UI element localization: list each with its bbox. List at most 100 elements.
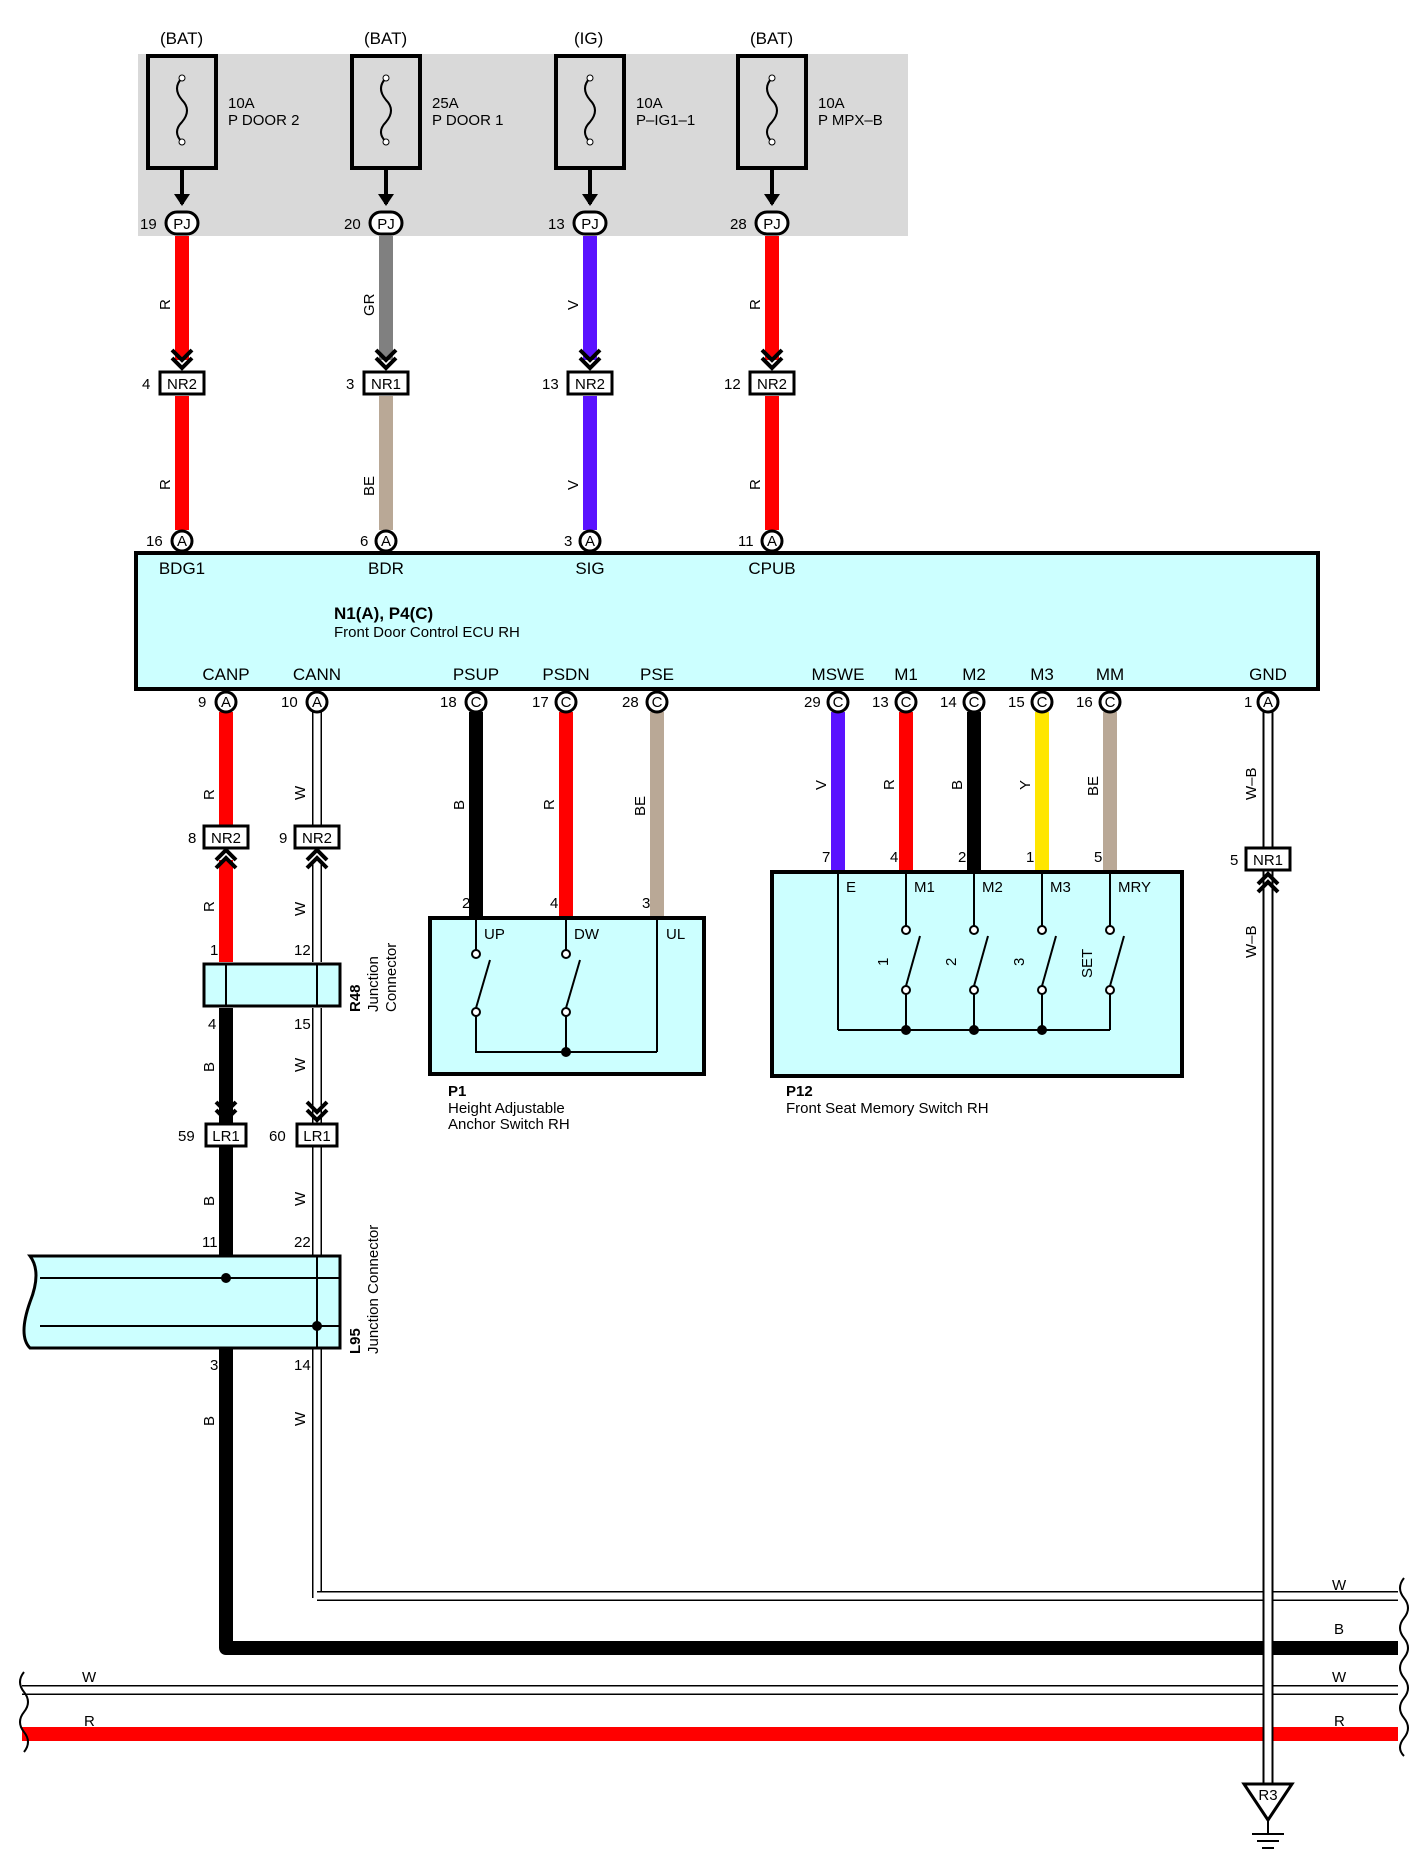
lr1-right: LR1 60 xyxy=(269,1122,339,1148)
wire-color: R xyxy=(747,299,764,310)
terminal-label: GND xyxy=(1249,665,1287,684)
wire-color: R xyxy=(157,479,174,490)
terminal-label: MM xyxy=(1096,665,1124,684)
svg-text:A: A xyxy=(312,694,322,711)
svg-text:15: 15 xyxy=(1008,694,1025,711)
svg-text:PJ: PJ xyxy=(173,216,191,233)
svg-text:7: 7 xyxy=(822,849,830,866)
terminal-label: PSE xyxy=(640,665,674,684)
ecu-bottom-pin-circles: A 9 A 10 C 18 C 17 C 28 C 29 C 13 C 14 C… xyxy=(198,690,1280,714)
pj-connector-3: PJ 13 xyxy=(548,210,608,236)
svg-text:MRY: MRY xyxy=(1118,879,1151,896)
svg-text:9: 9 xyxy=(198,694,206,711)
terminal-label: M2 xyxy=(962,665,986,684)
svg-text:NR2: NR2 xyxy=(302,830,332,847)
svg-text:A: A xyxy=(221,694,231,711)
nr-pin: 4 xyxy=(142,376,150,393)
pin-mm: C 16 xyxy=(1076,690,1122,714)
svg-text:28: 28 xyxy=(622,694,639,711)
terminal-label: M1 xyxy=(894,665,918,684)
svg-text:29: 29 xyxy=(804,694,821,711)
wire-color: W xyxy=(292,785,309,800)
svg-text:C: C xyxy=(1105,694,1116,711)
wire-color: V xyxy=(565,300,582,310)
svg-text:M3: M3 xyxy=(1050,879,1071,896)
pj-pin: 28 xyxy=(730,216,747,233)
nr1-ground: NR1 5 xyxy=(1230,846,1292,872)
pj-pin: 20 xyxy=(344,216,361,233)
ecu-pin-bdr: A 6 BDR xyxy=(360,529,404,578)
wire-color: V xyxy=(813,780,830,790)
pin-psdn: C 17 xyxy=(532,690,578,714)
svg-text:14: 14 xyxy=(294,1357,311,1374)
pin-cann: A 10 xyxy=(281,690,329,714)
svg-text:C: C xyxy=(1037,694,1048,711)
wire-color: GR xyxy=(361,293,378,316)
bus-label: R xyxy=(1334,1713,1345,1730)
svg-text:UL: UL xyxy=(666,926,685,943)
svg-text:NR2: NR2 xyxy=(575,376,605,393)
wire-color: Y xyxy=(1017,780,1034,790)
svg-text:A: A xyxy=(585,533,595,550)
fuse-rating: 10A xyxy=(818,95,845,112)
svg-text:11: 11 xyxy=(738,533,754,550)
terminal-label: MSWE xyxy=(812,665,865,684)
svg-text:60: 60 xyxy=(269,1128,286,1145)
p1-id: P1 xyxy=(448,1083,466,1100)
svg-text:2: 2 xyxy=(462,895,470,912)
terminal-label: CANN xyxy=(293,665,341,684)
nr-pin: 3 xyxy=(346,376,354,393)
fuse-name: P MPX–B xyxy=(818,112,883,129)
pin-canp: A 9 xyxy=(198,690,238,714)
l95-junction-connector: 11 22 3 14 L95 Junction Connector xyxy=(22,1225,382,1374)
svg-text:NR2: NR2 xyxy=(167,376,197,393)
lr1-left: LR1 59 xyxy=(178,1122,248,1148)
svg-text:1: 1 xyxy=(210,942,218,959)
svg-text:14: 14 xyxy=(940,694,957,711)
wire-color: R xyxy=(541,799,558,810)
wire-color: B xyxy=(201,1416,218,1426)
svg-text:PJ: PJ xyxy=(763,216,781,233)
svg-text:6: 6 xyxy=(360,533,368,550)
bus-label: W xyxy=(1332,1577,1347,1594)
svg-text:5: 5 xyxy=(1094,849,1102,866)
svg-text:Connector: Connector xyxy=(383,943,400,1012)
terminal-label: PSUP xyxy=(453,665,499,684)
svg-text:C: C xyxy=(652,694,663,711)
wire-color: W–B xyxy=(1243,925,1260,958)
svg-text:10: 10 xyxy=(281,694,298,711)
terminal-label: M3 xyxy=(1030,665,1054,684)
ecu-top-pins: A 16 BDG1 A 6 BDR A 3 SIG A 11 CPUB xyxy=(146,529,796,578)
wire-color: BE xyxy=(632,796,649,816)
fuse-rating: 10A xyxy=(636,95,663,112)
svg-text:17: 17 xyxy=(532,694,549,711)
nr-can-left: NR2 8 xyxy=(188,824,250,850)
switch-label: 2 xyxy=(943,958,960,966)
svg-text:C: C xyxy=(969,694,980,711)
bus-b xyxy=(219,1638,1398,1655)
wire-color: R xyxy=(201,789,218,800)
nr-pin: 12 xyxy=(724,376,741,393)
svg-text:Junction: Junction xyxy=(365,956,382,1012)
terminal-label: BDR xyxy=(368,559,404,578)
pin-mswe: C 29 xyxy=(804,690,850,714)
pj-pin: 19 xyxy=(140,216,157,233)
pj-connector-2: PJ 20 xyxy=(344,210,404,236)
nr-connector-1: NR2 4 xyxy=(142,370,206,396)
ecu-pin-cpub: A 11 CPUB xyxy=(738,529,796,578)
svg-text:12: 12 xyxy=(294,942,311,959)
svg-text:59: 59 xyxy=(178,1128,195,1145)
svg-text:22: 22 xyxy=(294,1234,311,1251)
svg-text:NR2: NR2 xyxy=(757,376,787,393)
svg-text:2: 2 xyxy=(958,849,966,866)
nr-can-right: NR2 9 xyxy=(279,824,341,850)
ecu-bottom-pins: CANP CANN PSUP PSDN PSE MSWE M1 M2 M3 MM… xyxy=(202,665,1287,684)
wire-color: B xyxy=(201,1062,218,1072)
fuse-name: P DOOR 1 xyxy=(432,112,503,129)
nr-pin: 13 xyxy=(542,376,559,393)
switch-label: SET xyxy=(1079,949,1096,978)
fuse-1: (BAT) 10A P DOOR 2 xyxy=(146,29,299,170)
wire-color: V xyxy=(565,480,582,490)
terminal-label: PSDN xyxy=(542,665,589,684)
